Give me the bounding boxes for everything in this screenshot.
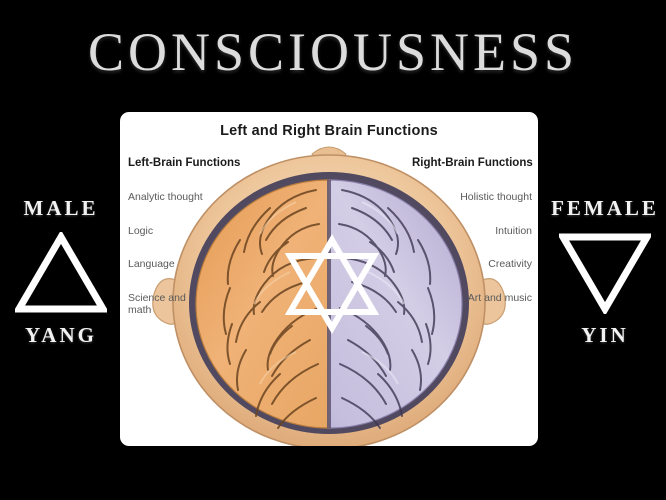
right-brain-item: Art and music [467, 291, 532, 304]
left-brain-item: Analytic thought [128, 191, 203, 203]
hexagram-star-icon [284, 234, 380, 334]
male-yang-symbol-group: MALE YANG [0, 196, 126, 348]
page-title: CONSCIOUSNESS [87, 22, 579, 82]
male-label: MALE [23, 196, 99, 220]
triangle-up-outline-icon [15, 232, 107, 313]
female-yin-symbol-group: FEMALE YIN [540, 196, 666, 348]
right-brain-item: Holistic thought [460, 191, 532, 203]
female-label: FEMALE [551, 196, 659, 220]
left-brain-item: Science and math [128, 291, 186, 317]
top-down-brain-hemispheres-illustration [152, 146, 506, 446]
triangle-down-outline-icon [559, 233, 651, 314]
yin-label: YIN [581, 323, 629, 347]
right-brain-heading: Right-Brain Functions [412, 157, 533, 169]
right-brain-functions-column: Right-Brain Functions Holistic thought I… [412, 157, 533, 304]
left-brain-item: Logic [128, 224, 154, 237]
card-title: Left and Right Brain Functions [220, 123, 438, 139]
triangle-up-container [0, 225, 126, 321]
yang-label: YANG [25, 323, 97, 347]
right-brain-item: Intuition [495, 224, 532, 237]
right-brain-item: Creativity [488, 258, 532, 270]
triangle-down-container [540, 225, 666, 321]
brain-diagram-card: Left and Right Brain Functions [120, 112, 538, 446]
left-brain-heading: Left-Brain Functions [128, 157, 241, 169]
left-brain-functions-column: Left-Brain Functions Analytic thought Lo… [128, 157, 248, 317]
left-brain-item: Language [128, 258, 175, 270]
